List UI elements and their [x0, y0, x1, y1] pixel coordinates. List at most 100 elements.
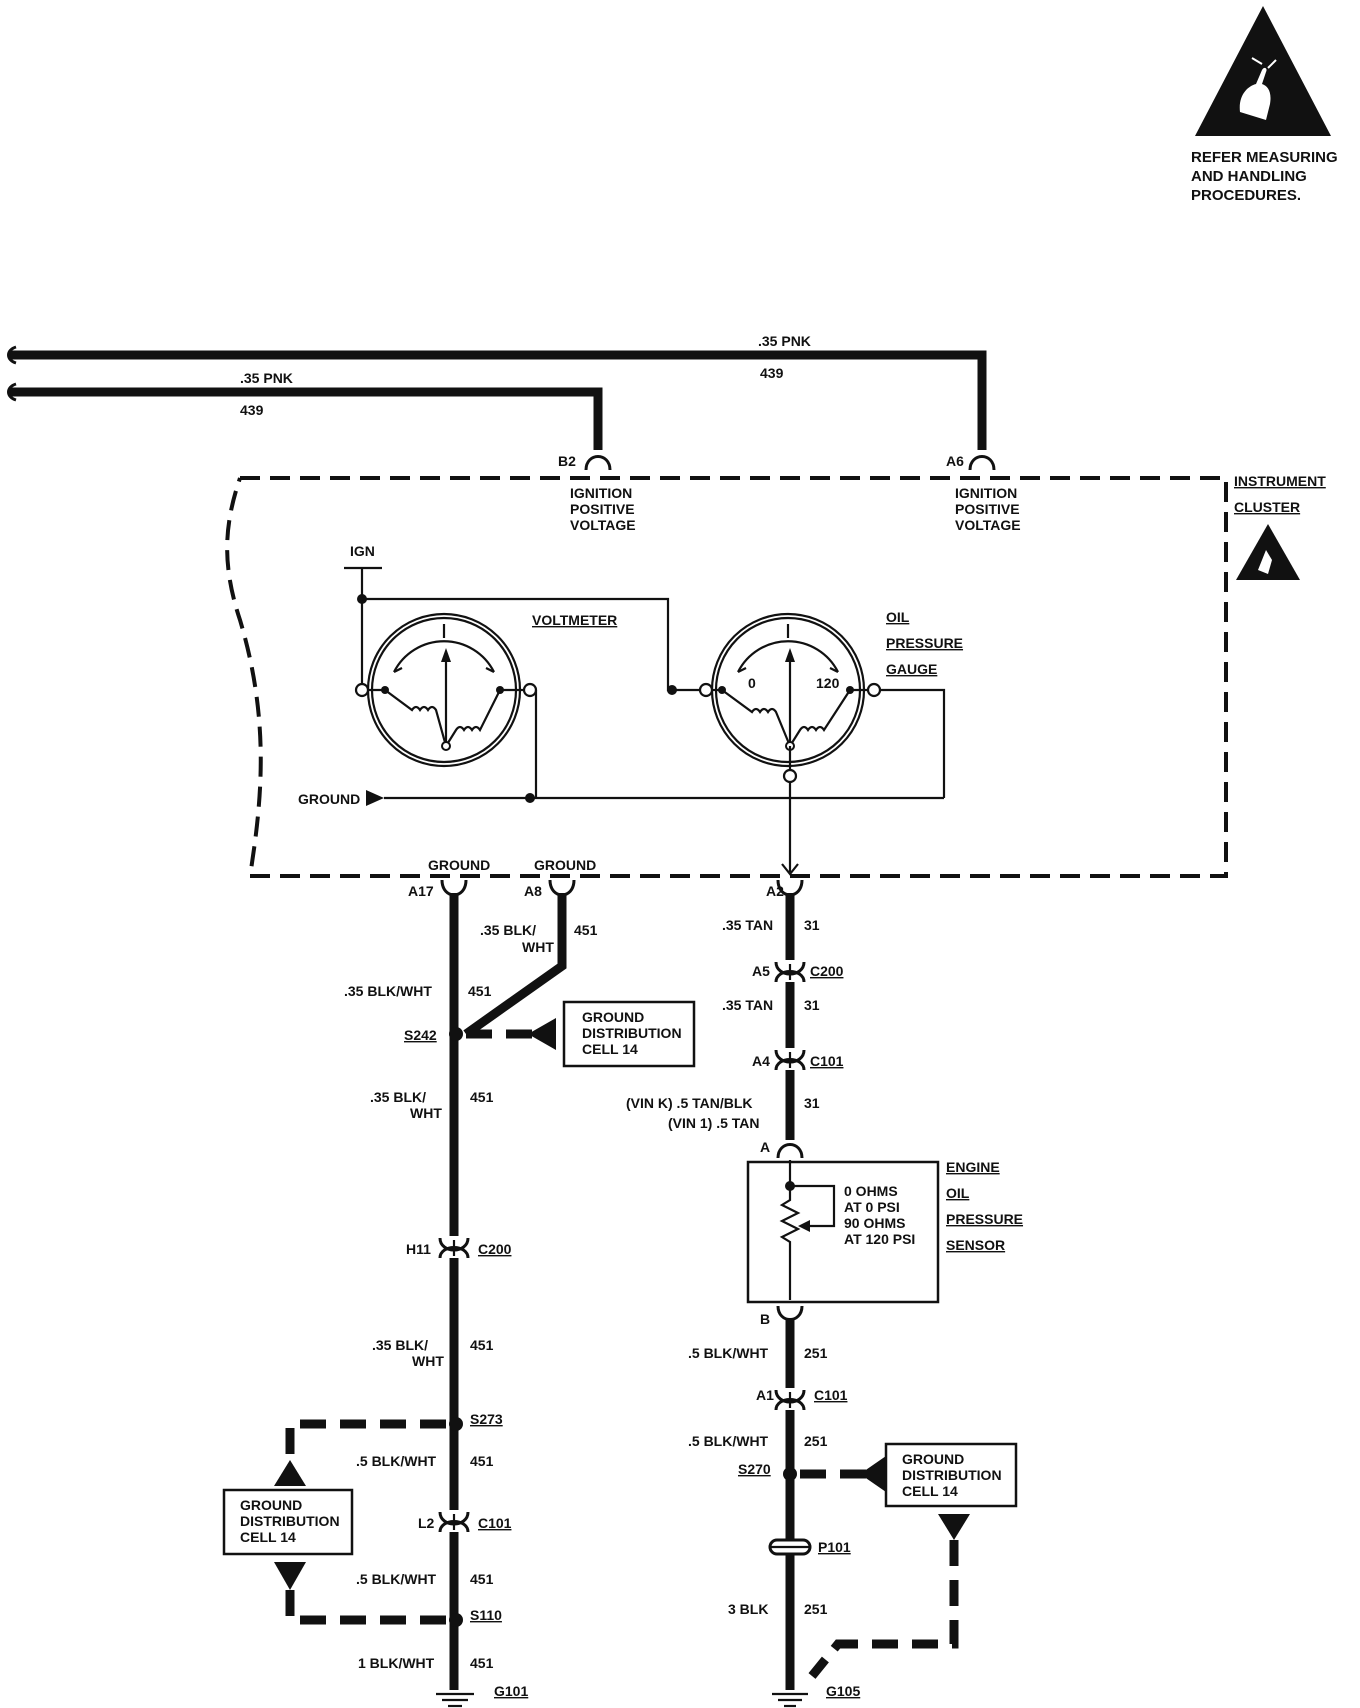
connector-c200-h11 — [438, 1236, 470, 1259]
splice-s273 — [449, 1417, 463, 1431]
sensor-spec-line3: 90 OHMS — [844, 1215, 905, 1231]
instrument-cluster-outline — [225, 476, 1228, 878]
right-seg4-gauge: .5 BLK/WHT — [688, 1345, 769, 1361]
sensor-name-line3: PRESSURE — [946, 1211, 1023, 1227]
wire-a8 — [463, 893, 567, 1038]
a8-wire-gauge-line1: .35 BLK/ — [480, 922, 536, 938]
voltmeter — [354, 612, 538, 768]
left-seg4-gauge: .5 BLK/WHT — [356, 1453, 437, 1469]
right-seg2-circuit: 31 — [804, 997, 820, 1013]
connector-a8 — [548, 879, 576, 897]
right-conn2-name: C101 — [810, 1053, 844, 1069]
right-seg1-gauge: .35 TAN — [722, 917, 773, 933]
sensor-pin-a: A — [760, 1139, 770, 1155]
ground-g105-icon — [772, 1692, 808, 1708]
ground-pin-a17-label: GROUND — [428, 857, 490, 873]
splice-s270-label: S270 — [738, 1461, 771, 1477]
left-seg4-circuit: 451 — [470, 1453, 494, 1469]
connector-c101-a1 — [774, 1388, 806, 1411]
oil-pressure-sensor-box — [746, 1160, 940, 1304]
left-seg2-gauge-line2: WHT — [410, 1105, 442, 1121]
voltmeter-label: VOLTMETER — [532, 612, 617, 628]
left-conn1-name: C200 — [478, 1241, 512, 1257]
ground-dist-box-3 — [884, 1442, 1018, 1508]
splice-s110 — [449, 1613, 463, 1627]
left-conn1-pin: H11 — [406, 1241, 431, 1257]
ground-g101-icon — [436, 1692, 474, 1708]
connector-b2 — [584, 455, 612, 471]
ground-dist-box-1 — [562, 1000, 696, 1068]
ground-dist-box1-line1: GROUND — [582, 1009, 644, 1025]
sensor-pin-b: B — [760, 1311, 770, 1327]
pin-a6: A6 — [946, 453, 964, 469]
oil-scale-min: 0 — [748, 675, 756, 691]
feed-wire-lower — [7, 382, 603, 450]
ground-dist-box3-line1: GROUND — [902, 1451, 964, 1467]
left-seg5-gauge: .5 BLK/WHT — [356, 1571, 437, 1587]
feed-lower-circuit: 439 — [240, 402, 264, 418]
splice-s270 — [783, 1467, 797, 1481]
a6-label-line2: POSITIVE — [955, 501, 1020, 517]
sensor-spec-line1: 0 OHMS — [844, 1183, 898, 1199]
right-seg1-circuit: 31 — [804, 917, 820, 933]
esd-notice-line3: PROCEDURES. — [1191, 187, 1301, 204]
connector-a6 — [968, 455, 996, 471]
right-seg3-circuit: 31 — [804, 1095, 820, 1111]
oil-pressure-gauge — [698, 612, 882, 784]
esd-warning-icon — [1195, 6, 1331, 136]
sensor-name-line1: ENGINE — [946, 1159, 1000, 1175]
connector-sensor-b — [776, 1305, 804, 1321]
ground-g101-label: G101 — [494, 1683, 528, 1699]
splice-s242-label: S242 — [404, 1027, 437, 1043]
a6-label-line1: IGNITION — [955, 485, 1017, 501]
left-seg2-circuit: 451 — [470, 1089, 494, 1105]
right-conn3-name: C101 — [814, 1387, 848, 1403]
sensor-name-line4: SENSOR — [946, 1237, 1005, 1253]
b2-label-line1: IGNITION — [570, 485, 632, 501]
splice-s110-label: S110 — [470, 1607, 502, 1623]
right-conn1-pin: A5 — [752, 963, 770, 979]
connector-c101-l2 — [438, 1510, 470, 1533]
right-seg6-circuit: 251 — [804, 1601, 828, 1617]
b2-label-line2: POSITIVE — [570, 501, 635, 517]
ground-dist-link-2 — [285, 1419, 446, 1470]
sensor-name-line2: OIL — [946, 1185, 970, 1201]
pin-a17: A17 — [408, 883, 434, 899]
oil-gauge-label-line1: OIL — [886, 609, 910, 625]
sensor-spec-line4: AT 120 PSI — [844, 1231, 915, 1247]
right-seg5-gauge: .5 BLK/WHT — [688, 1433, 769, 1449]
oil-scale-max: 120 — [816, 675, 840, 691]
connector-p101 — [768, 1538, 812, 1556]
splice-s273-label: S273 — [470, 1411, 503, 1427]
ground-dist-link-3 — [285, 1590, 446, 1625]
left-conn2-pin: L2 — [418, 1515, 435, 1531]
left-seg3-circuit: 451 — [470, 1337, 494, 1353]
oil-gauge-label-line2: PRESSURE — [886, 635, 963, 651]
connector-a17 — [440, 879, 468, 897]
oil-gauge-label-line3: GAUGE — [886, 661, 937, 677]
ground-g105-label: G105 — [826, 1683, 860, 1699]
oil-pressure-sensor-resistor — [779, 1160, 836, 1300]
left-seg1-circuit: 451 — [468, 983, 492, 999]
esd-notice-line2: AND HANDLING — [1191, 168, 1307, 185]
ground-dist-box3-line2: DISTRIBUTION — [902, 1467, 1002, 1483]
right-seg2-gauge: .35 TAN — [722, 997, 773, 1013]
pin-b2: B2 — [558, 453, 576, 469]
left-seg2-gauge-line1: .35 BLK/ — [370, 1089, 426, 1105]
right-seg6-gauge: 3 BLK — [728, 1601, 768, 1617]
right-seg3-gauge-line2: (VIN 1) .5 TAN — [668, 1115, 760, 1131]
internal-ground-bus — [366, 688, 946, 806]
ground-dist-box3-line3: CELL 14 — [902, 1483, 958, 1499]
ground-dist-box2-line2: DISTRIBUTION — [240, 1513, 340, 1529]
ign-label: IGN — [350, 543, 375, 559]
a6-label-line3: VOLTAGE — [955, 517, 1021, 533]
cluster-title-line1: INSTRUMENT — [1234, 473, 1326, 489]
left-conn2-name: C101 — [478, 1515, 512, 1531]
ground-dist-box1-line3: CELL 14 — [582, 1041, 638, 1057]
ground-dist-box2-line3: CELL 14 — [240, 1529, 296, 1545]
ground-pin-a8-label: GROUND — [534, 857, 596, 873]
splice-s242 — [449, 1027, 463, 1041]
left-seg6-circuit: 451 — [470, 1655, 494, 1671]
connector-sensor-a — [776, 1143, 804, 1159]
ign-to-oil-gauge-wire — [362, 597, 700, 692]
